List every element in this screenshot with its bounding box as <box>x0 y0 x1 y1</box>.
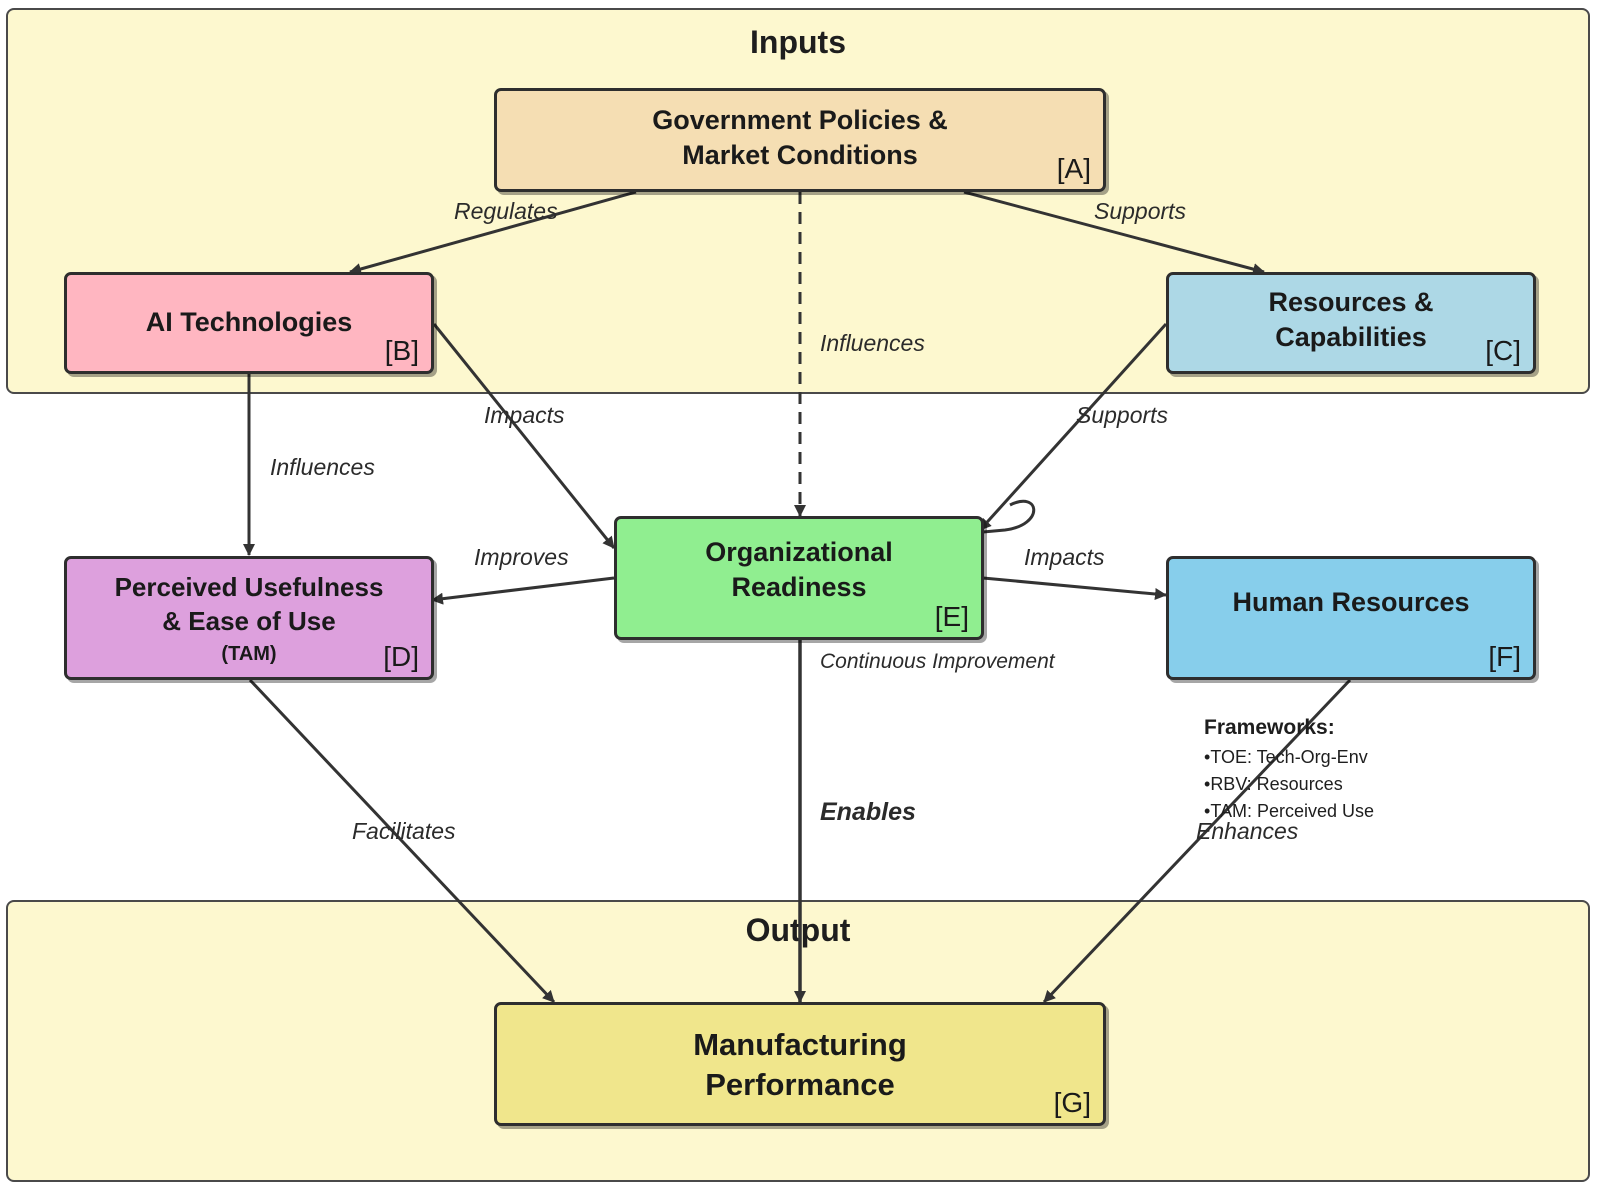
edge-label-e-g: Enables <box>820 798 916 826</box>
node-c-line-1: Resources & <box>1268 287 1434 317</box>
node-c-label: Resources & Capabilities <box>1169 285 1533 355</box>
frameworks-title: Frameworks: <box>1204 716 1335 739</box>
node-d-line-2: & Ease of Use <box>162 605 336 636</box>
edge-label-e-self: Continuous Improvement <box>820 650 1055 673</box>
edge-e-f <box>982 576 1167 600</box>
node-g-line-1: Manufacturing <box>693 1027 907 1062</box>
node-a-id: [A] <box>1056 153 1091 184</box>
node-organizational-readiness: Organizational Readiness [E] <box>614 516 984 640</box>
inputs-title: Inputs <box>750 24 846 60</box>
edge-label-e-d: Improves <box>474 544 569 570</box>
node-a-label: Government Policies & Market Conditions <box>497 103 1103 173</box>
node-f-id: [F] <box>1488 641 1521 672</box>
node-manufacturing-performance: Manufacturing Performance [G] <box>494 1002 1106 1126</box>
node-b-id: [B] <box>384 335 419 366</box>
frameworks-item: TAM: Perceived Use <box>1204 798 1374 825</box>
node-b-line-1: AI Technologies <box>145 307 353 337</box>
node-a-line-1: Government Policies & <box>652 105 948 135</box>
node-c-id: [C] <box>1485 335 1521 366</box>
edge-label-b-d: Influences <box>270 454 375 480</box>
frameworks-item: RBV: Resources <box>1204 771 1374 798</box>
edge-label-a-c: Supports <box>1094 198 1187 224</box>
edge-b-e <box>432 323 616 549</box>
node-a-line-2: Market Conditions <box>682 140 918 171</box>
frameworks-item: TOE: Tech-Org-Env <box>1204 744 1374 771</box>
edge-label-b-e: Impacts <box>484 402 565 428</box>
node-d-line-1: Perceived Usefulness <box>114 572 384 602</box>
node-g-label: Manufacturing Performance <box>497 1025 1103 1106</box>
edge-d-g <box>248 678 556 1004</box>
node-f-label: Human Resources <box>1169 585 1533 620</box>
node-e-id: [E] <box>934 601 969 632</box>
frameworks-list: TOE: Tech-Org-Env RBV: Resources TAM: Pe… <box>1204 744 1374 825</box>
node-e-label: Organizational Readiness <box>617 535 981 605</box>
node-b-label: AI Technologies <box>67 305 431 340</box>
node-d-sub: (TAM) <box>221 642 277 665</box>
node-g-line-2: Performance <box>705 1067 895 1103</box>
edge-f-g <box>1042 678 1352 1004</box>
node-government-policies: Government Policies & Market Conditions … <box>494 88 1106 192</box>
edge-a-b <box>349 190 637 275</box>
node-f-line-1: Human Resources <box>1232 587 1470 617</box>
node-ai-technologies: AI Technologies [B] <box>64 272 434 374</box>
node-perceived-usefulness: Perceived Usefulness & Ease of Use (TAM)… <box>64 556 434 680</box>
edge-a-c <box>963 190 1265 275</box>
node-e-line-2: Readiness <box>731 572 867 603</box>
edge-c-e <box>978 322 1168 532</box>
edge-label-d-g: Facilitates <box>352 818 456 844</box>
edge-label-c-e: Supports <box>1076 402 1169 428</box>
node-e-line-1: Organizational <box>705 537 893 567</box>
node-g-id: [G] <box>1053 1087 1091 1118</box>
frameworks-note: Frameworks: TOE: Tech-Org-Env RBV: Resou… <box>1204 716 1374 825</box>
node-d-label: Perceived Usefulness & Ease of Use (TAM) <box>67 571 431 667</box>
edge-e-self-loop <box>982 499 1036 534</box>
node-c-line-2: Capabilities <box>1275 322 1427 353</box>
edge-label-a-e: Influences <box>820 330 925 356</box>
edge-e-d <box>431 576 615 605</box>
edge-label-e-f: Impacts <box>1024 544 1105 570</box>
output-title: Output <box>745 912 851 948</box>
node-human-resources: Human Resources [F] <box>1166 556 1536 680</box>
edge-label-a-b: Regulates <box>454 198 558 224</box>
node-resources-capabilities: Resources & Capabilities [C] <box>1166 272 1536 374</box>
node-d-id: [D] <box>383 641 419 672</box>
